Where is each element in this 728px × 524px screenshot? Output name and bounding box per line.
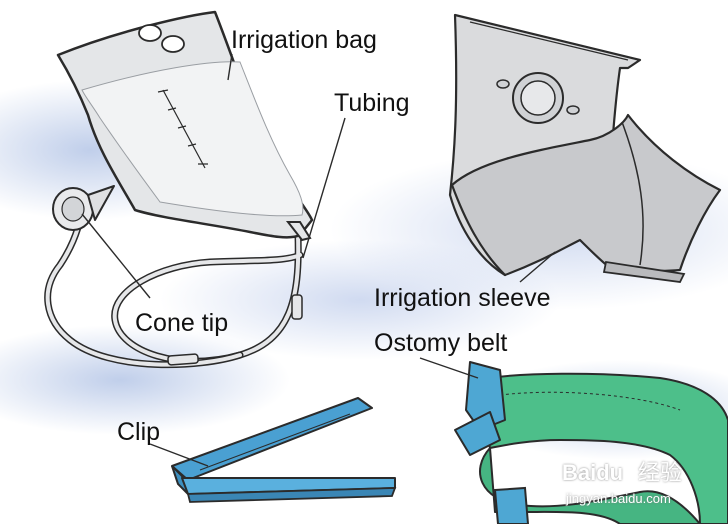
- label-irrigation-sleeve: Irrigation sleeve: [374, 284, 551, 312]
- watermark-brand: Baidu: [562, 460, 624, 485]
- leader-lines: [81, 53, 556, 467]
- cone-tip: [52, 185, 115, 231]
- leader-tubing: [302, 117, 346, 259]
- tubing: [44, 214, 304, 369]
- leader-ostomy-belt: [419, 357, 479, 379]
- label-clip: Clip: [117, 418, 161, 446]
- label-tubing: Tubing: [334, 89, 410, 117]
- irrigation-sleeve: [448, 13, 722, 283]
- watermark-url: jingyan.baidu.com: [566, 491, 671, 506]
- label-ostomy-belt: Ostomy belt: [374, 329, 508, 357]
- leader-clip: [149, 443, 209, 467]
- label-cone-tip: Cone tip: [135, 309, 229, 337]
- label-irrigation-bag: Irrigation bag: [231, 26, 377, 54]
- leader-irrigation-sleeve: [519, 251, 556, 283]
- irrigation-bag: [56, 10, 314, 242]
- clip: [171, 397, 397, 503]
- leader-irrigation-bag: [227, 53, 233, 81]
- leader-cone-tip: [81, 213, 151, 299]
- watermark-cn: 经验: [638, 460, 683, 485]
- ostomy-belt: [454, 361, 728, 524]
